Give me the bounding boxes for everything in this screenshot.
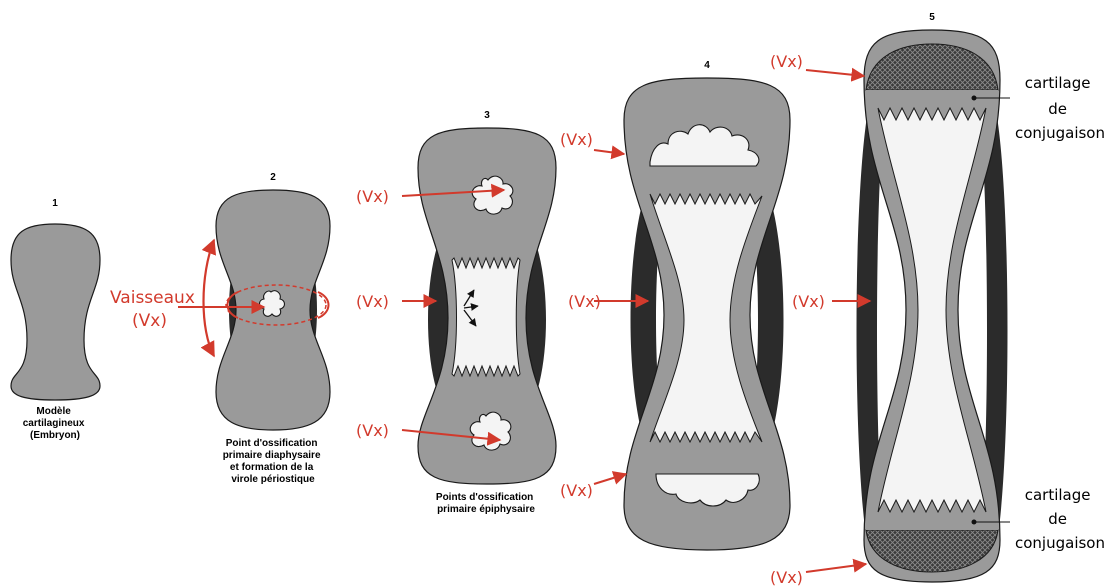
stage-5-upper-vessel-arrow [806, 70, 864, 76]
stage-4-lower-vx-label: (Vx) [560, 481, 593, 500]
stage-2-caption: Point d'ossification primaire diaphysair… [223, 438, 324, 485]
stage-4-upper-vessel-arrow [594, 150, 624, 154]
stage-4-upper-vx-label: (Vx) [560, 130, 593, 149]
stage-5-lower-vessel-arrow [806, 564, 866, 572]
stage-4-middle-vx-label: (Vx) [568, 292, 601, 311]
stage-1-cartilage-model [11, 224, 100, 400]
stage-2-number: 2 [270, 172, 276, 183]
stage-5-upper-vx-label: (Vx) [770, 52, 803, 71]
stage-2-vx-label: (Vx) [132, 311, 167, 331]
stage-5-upper-growth-plate-dot [972, 96, 977, 101]
stage-5-upper-growth-plate-label: cartilage de conjugaison [1015, 74, 1105, 142]
stage-3-number: 3 [484, 110, 490, 121]
stage-5: 5 (Vx) (Vx) (Vx) cartilage de conjugaiso… [770, 12, 1105, 587]
stage-3-upper-vx-label: (Vx) [356, 187, 389, 206]
stage-5-lower-vx-label: (Vx) [770, 568, 803, 587]
stage-4-number: 4 [704, 60, 710, 71]
stage-5-shaft-bone [878, 108, 986, 512]
stage-1-caption: Modèle cartilagineux (Embryon) [23, 406, 87, 441]
stage-2-vessel-double-arrow [204, 240, 215, 356]
stage-5-middle-vx-label: (Vx) [792, 292, 825, 311]
stage-4: 4 (Vx) (Vx) (Vx) [560, 60, 790, 550]
stage-3-middle-vx-label: (Vx) [356, 292, 389, 311]
stage-4-lower-vessel-arrow [594, 474, 626, 484]
stage-3: 3 (Vx) (Vx) (Vx) Points d'ossification p… [356, 110, 556, 515]
stage-2: 2 Vaisseaux (Vx) Point d'ossification pr… [110, 172, 330, 485]
stage-1: 1 Modèle cartilagineux (Embryon) [11, 198, 100, 441]
stage-5-lower-growth-plate-dot [972, 520, 977, 525]
stage-5-lower-growth-plate-label: cartilage de conjugaison [1015, 486, 1105, 552]
stage-3-diaphysis-bone [452, 258, 520, 376]
stage-5-number: 5 [929, 12, 935, 23]
stage-2-vessel-label: Vaisseaux [110, 288, 195, 308]
stage-3-lower-vx-label: (Vx) [356, 421, 389, 440]
stage-3-caption: Points d'ossification primaire épiphysai… [436, 492, 536, 515]
stage-1-number: 1 [52, 198, 58, 209]
